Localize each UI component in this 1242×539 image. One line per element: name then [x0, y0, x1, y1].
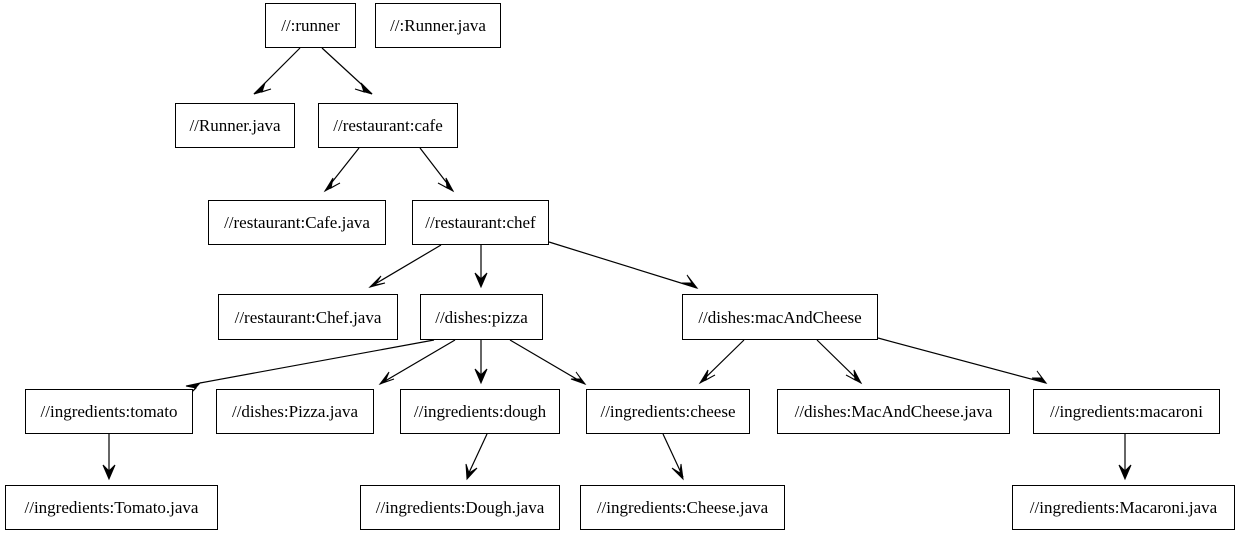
graph-node-label: //dishes:macAndCheese [698, 307, 862, 327]
edge-arrowhead-icon [323, 177, 341, 193]
edge-line [199, 339, 435, 384]
graph-node-label: //ingredients:Tomato.java [24, 498, 199, 517]
graph-node-ing_tomato[interactable]: //ingredients:tomato [25, 389, 193, 434]
edge-arrowhead-icon [845, 369, 863, 385]
edge-line [379, 339, 456, 385]
graph-edge [816, 339, 863, 385]
graph-node-label: //ingredients:Macaroni.java [1029, 498, 1218, 517]
graph-edge [1118, 434, 1132, 481]
graph-node-dishes_pizza[interactable]: //dishes:pizza [420, 294, 543, 340]
graph-node-label: //ingredients:dough [413, 402, 547, 421]
graph-edge [474, 340, 488, 385]
graph-edge [253, 47, 301, 95]
graph-node-runner[interactable]: //:runner [265, 3, 356, 48]
graph-node-dishes_mac[interactable]: //dishes:macAndCheese [682, 294, 878, 340]
graph-edge [548, 241, 699, 289]
edge-arrowhead-icon [570, 371, 587, 386]
graph-edge [368, 244, 442, 288]
graph-node-label: //restaurant:chef [425, 213, 536, 232]
graph-node-mac_java[interactable]: //dishes:MacAndCheese.java [777, 389, 1010, 434]
edge-line [816, 339, 862, 384]
graph-node-cafe_java[interactable]: //restaurant:Cafe.java [208, 200, 386, 245]
graph-node-label: //dishes:pizza [435, 307, 528, 327]
edge-arrowhead-icon [474, 368, 488, 385]
graph-node-label: //dishes:Pizza.java [231, 402, 359, 421]
edge-line [466, 433, 488, 478]
graph-node-label: //restaurant:Chef.java [234, 307, 382, 327]
graph-node-runner_java[interactable]: //Runner.java [175, 103, 295, 148]
edge-arrowhead-icon [698, 369, 716, 385]
edge-arrowhead-icon [671, 463, 684, 481]
graph-node-label: //ingredients:cheese [600, 402, 736, 421]
graph-node-ing_dough[interactable]: //ingredients:dough [400, 389, 560, 434]
edge-arrowhead-icon [681, 274, 699, 289]
graph-node-label: //restaurant:cafe [333, 116, 443, 135]
graph-node-label: //ingredients:tomato [40, 402, 178, 421]
graph-node-pizza_java[interactable]: //dishes:Pizza.java [216, 389, 374, 434]
edge-arrowhead-icon [465, 463, 478, 481]
edge-arrowhead-icon [1031, 370, 1048, 385]
graph-edge [509, 339, 587, 386]
graph-node-chef_java[interactable]: //restaurant:Chef.java [218, 294, 398, 340]
graph-edge [662, 433, 684, 481]
graph-node-label: //restaurant:Cafe.java [224, 213, 370, 232]
graph-edge [474, 245, 488, 289]
edge-line [548, 241, 698, 289]
edge-arrowhead-icon [1118, 464, 1132, 481]
edge-line [662, 433, 684, 478]
graph-node-cheese_java[interactable]: //ingredients:Cheese.java [580, 485, 785, 530]
edge-arrowhead-icon [474, 272, 488, 289]
graph-node-tomato_java[interactable]: //ingredients:Tomato.java [5, 485, 218, 530]
edge-arrowhead-icon [354, 82, 373, 95]
graph-node-label: //ingredients:Dough.java [375, 498, 545, 517]
graph-node-ing_macaroni[interactable]: //ingredients:macaroni [1033, 389, 1220, 434]
edge-arrowhead-icon [102, 464, 116, 481]
graph-node-macaroni_java[interactable]: //ingredients:Macaroni.java [1012, 485, 1235, 530]
edge-arrowhead-icon [378, 371, 395, 386]
graph-node-dough_java[interactable]: //ingredients:Dough.java [360, 485, 560, 530]
graph-edge [185, 339, 435, 395]
graph-edge [698, 339, 745, 385]
edge-arrowhead-icon [185, 382, 202, 395]
graph-node-ing_cheese[interactable]: //ingredients:cheese [586, 389, 750, 434]
edge-line [369, 244, 442, 288]
graph-node-label: //ingredients:macaroni [1050, 402, 1203, 421]
graph-edge [419, 147, 455, 193]
graph-node-label: //:Runner.java [390, 16, 486, 35]
edge-line [877, 337, 1047, 384]
graph-node-label: //:runner [281, 16, 340, 35]
graph-node-runner_java_root[interactable]: //:Runner.java [375, 3, 501, 48]
graph-node-restaurant_cafe[interactable]: //restaurant:cafe [318, 103, 458, 148]
graph-edge [102, 434, 116, 481]
graph-node-label: //Runner.java [189, 116, 281, 135]
graph-edge [378, 339, 456, 386]
graph-node-label: //ingredients:Cheese.java [596, 498, 769, 517]
graph-edge [321, 47, 373, 95]
graph-edge [465, 433, 488, 481]
graph-edge [323, 147, 360, 193]
edge-arrowhead-icon [253, 82, 272, 95]
graph-node-restaurant_chef[interactable]: //restaurant:chef [412, 200, 549, 245]
edge-line [509, 339, 586, 385]
edge-arrowhead-icon [368, 275, 386, 288]
graph-node-label: //dishes:MacAndCheese.java [794, 402, 993, 421]
graph-edge [877, 337, 1048, 385]
edge-arrowhead-icon [437, 177, 455, 193]
